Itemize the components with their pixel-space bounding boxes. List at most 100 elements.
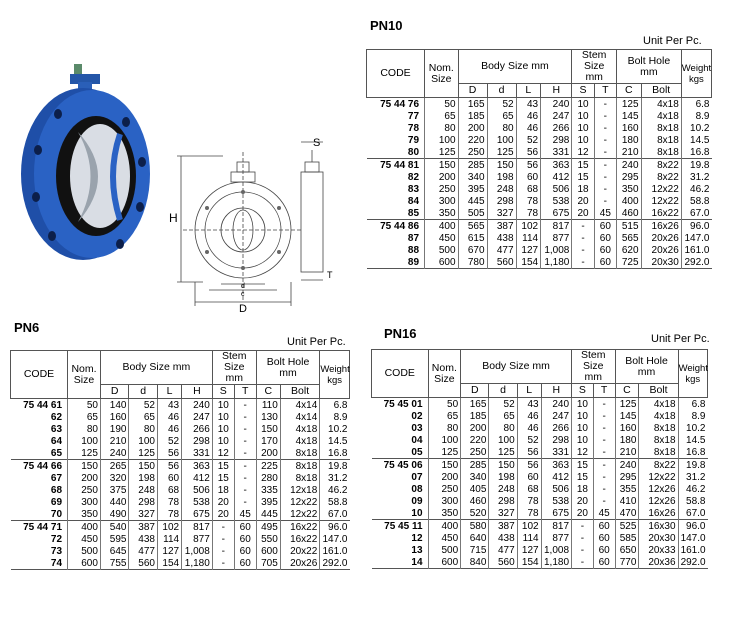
value-cell: 210 [99, 435, 129, 447]
value-cell: 147.0 [680, 232, 712, 244]
value-cell: 127 [156, 545, 182, 557]
value-cell: 250 [67, 484, 101, 496]
header-weight-line: Weight [681, 62, 712, 74]
value-cell: 387 [488, 519, 518, 532]
value-cell: 190 [99, 423, 129, 435]
value-cell: 460 [460, 495, 489, 507]
subheader-c: C [616, 83, 642, 98]
header-bolt-unit: mm [640, 65, 658, 78]
subheader-s: S [571, 83, 595, 98]
value-cell: 363 [540, 458, 572, 471]
value-cell: 52 [128, 398, 158, 411]
value-cell: 200 [67, 472, 101, 484]
value-cell: 350 [427, 507, 461, 520]
value-cell: 65 [67, 411, 101, 423]
value-cell: 46.2 [677, 483, 708, 495]
value-cell: 395 [457, 183, 488, 195]
value-cell: 331 [540, 446, 572, 459]
code-cell: 70 [50, 508, 63, 520]
value-cell: 285 [457, 158, 488, 171]
value-cell: 331 [181, 447, 213, 460]
value-cell: - [571, 544, 594, 556]
value-cell: 295 [616, 171, 642, 183]
value-cell: 96.0 [680, 219, 712, 232]
value-cell: 292.0 [680, 256, 712, 269]
value-cell: 16x22 [279, 533, 320, 545]
value-cell: 12x18 [279, 484, 320, 496]
value-cell: 770 [614, 556, 639, 569]
value-cell: - [211, 545, 235, 557]
value-cell: 16x22 [640, 207, 682, 220]
value-cell: 150 [128, 459, 158, 472]
code-cell: 67 [50, 472, 63, 484]
header-body-size: Body Size mm [460, 349, 573, 384]
value-cell: 350 [67, 508, 101, 521]
value-cell: 438 [486, 232, 517, 244]
value-cell: 102 [516, 519, 542, 532]
value-cell: 1,180 [540, 256, 572, 269]
value-cell: - [233, 472, 257, 484]
value-cell: 180 [616, 134, 642, 146]
code-cell: 69 [50, 496, 63, 508]
header-nom-line: Nom. [428, 61, 454, 74]
value-cell: 8x18 [279, 447, 320, 460]
valve-dimension-drawing: H S T D d c [169, 137, 333, 312]
value-cell: 12x26 [638, 495, 679, 507]
value-cell: 298 [488, 495, 518, 507]
value-cell: 10 [571, 97, 595, 110]
value-cell: 150 [488, 458, 518, 471]
value-cell: 78 [156, 496, 182, 508]
value-cell: 292.0 [677, 556, 708, 569]
value-cell: 46 [515, 110, 541, 122]
value-cell: 58.8 [677, 495, 708, 507]
value-cell: 147.0 [677, 532, 708, 544]
value-cell: 46 [515, 122, 541, 134]
value-cell: 500 [427, 544, 461, 556]
value-cell: 52 [488, 397, 518, 410]
value-cell: 8x18 [279, 459, 320, 472]
value-cell: 150 [486, 158, 517, 171]
value-cell: 675 [181, 508, 213, 521]
value-cell: 10 [571, 434, 594, 446]
value-cell: 78 [516, 495, 542, 507]
value-cell: 400 [67, 520, 101, 533]
value-cell: - [571, 219, 595, 232]
value-cell: 595 [99, 533, 129, 545]
value-cell: 125 [614, 397, 639, 410]
value-cell: 725 [616, 256, 642, 269]
subheader-s: S [571, 383, 594, 398]
value-cell: 46.2 [680, 183, 712, 195]
subheader-c: C [255, 384, 281, 399]
value-cell: 450 [427, 532, 461, 544]
value-cell: 265 [99, 459, 129, 472]
value-cell: 161.0 [677, 544, 708, 556]
value-cell: 320 [99, 472, 129, 484]
value-cell: 645 [99, 545, 129, 557]
value-cell: 350 [616, 183, 642, 195]
subheader-t: T [233, 384, 257, 399]
value-cell: 8x18 [279, 472, 320, 484]
header-stem-line: Stem Size [581, 349, 606, 372]
value-cell: 240 [181, 398, 213, 411]
value-cell: 147.0 [319, 533, 350, 545]
header-nom-size: Nom.Size [427, 349, 462, 398]
value-cell: 60 [233, 557, 257, 570]
code-cell: 87 [407, 232, 420, 244]
value-cell: 298 [540, 134, 572, 146]
value-cell: 387 [128, 520, 158, 533]
value-cell: 18 [211, 484, 235, 496]
value-cell: 8x18 [638, 434, 679, 446]
value-cell: 19.8 [677, 458, 708, 471]
value-cell: 100 [486, 134, 517, 146]
code-cell: 83 [407, 183, 420, 195]
value-cell: 50 [427, 397, 461, 410]
